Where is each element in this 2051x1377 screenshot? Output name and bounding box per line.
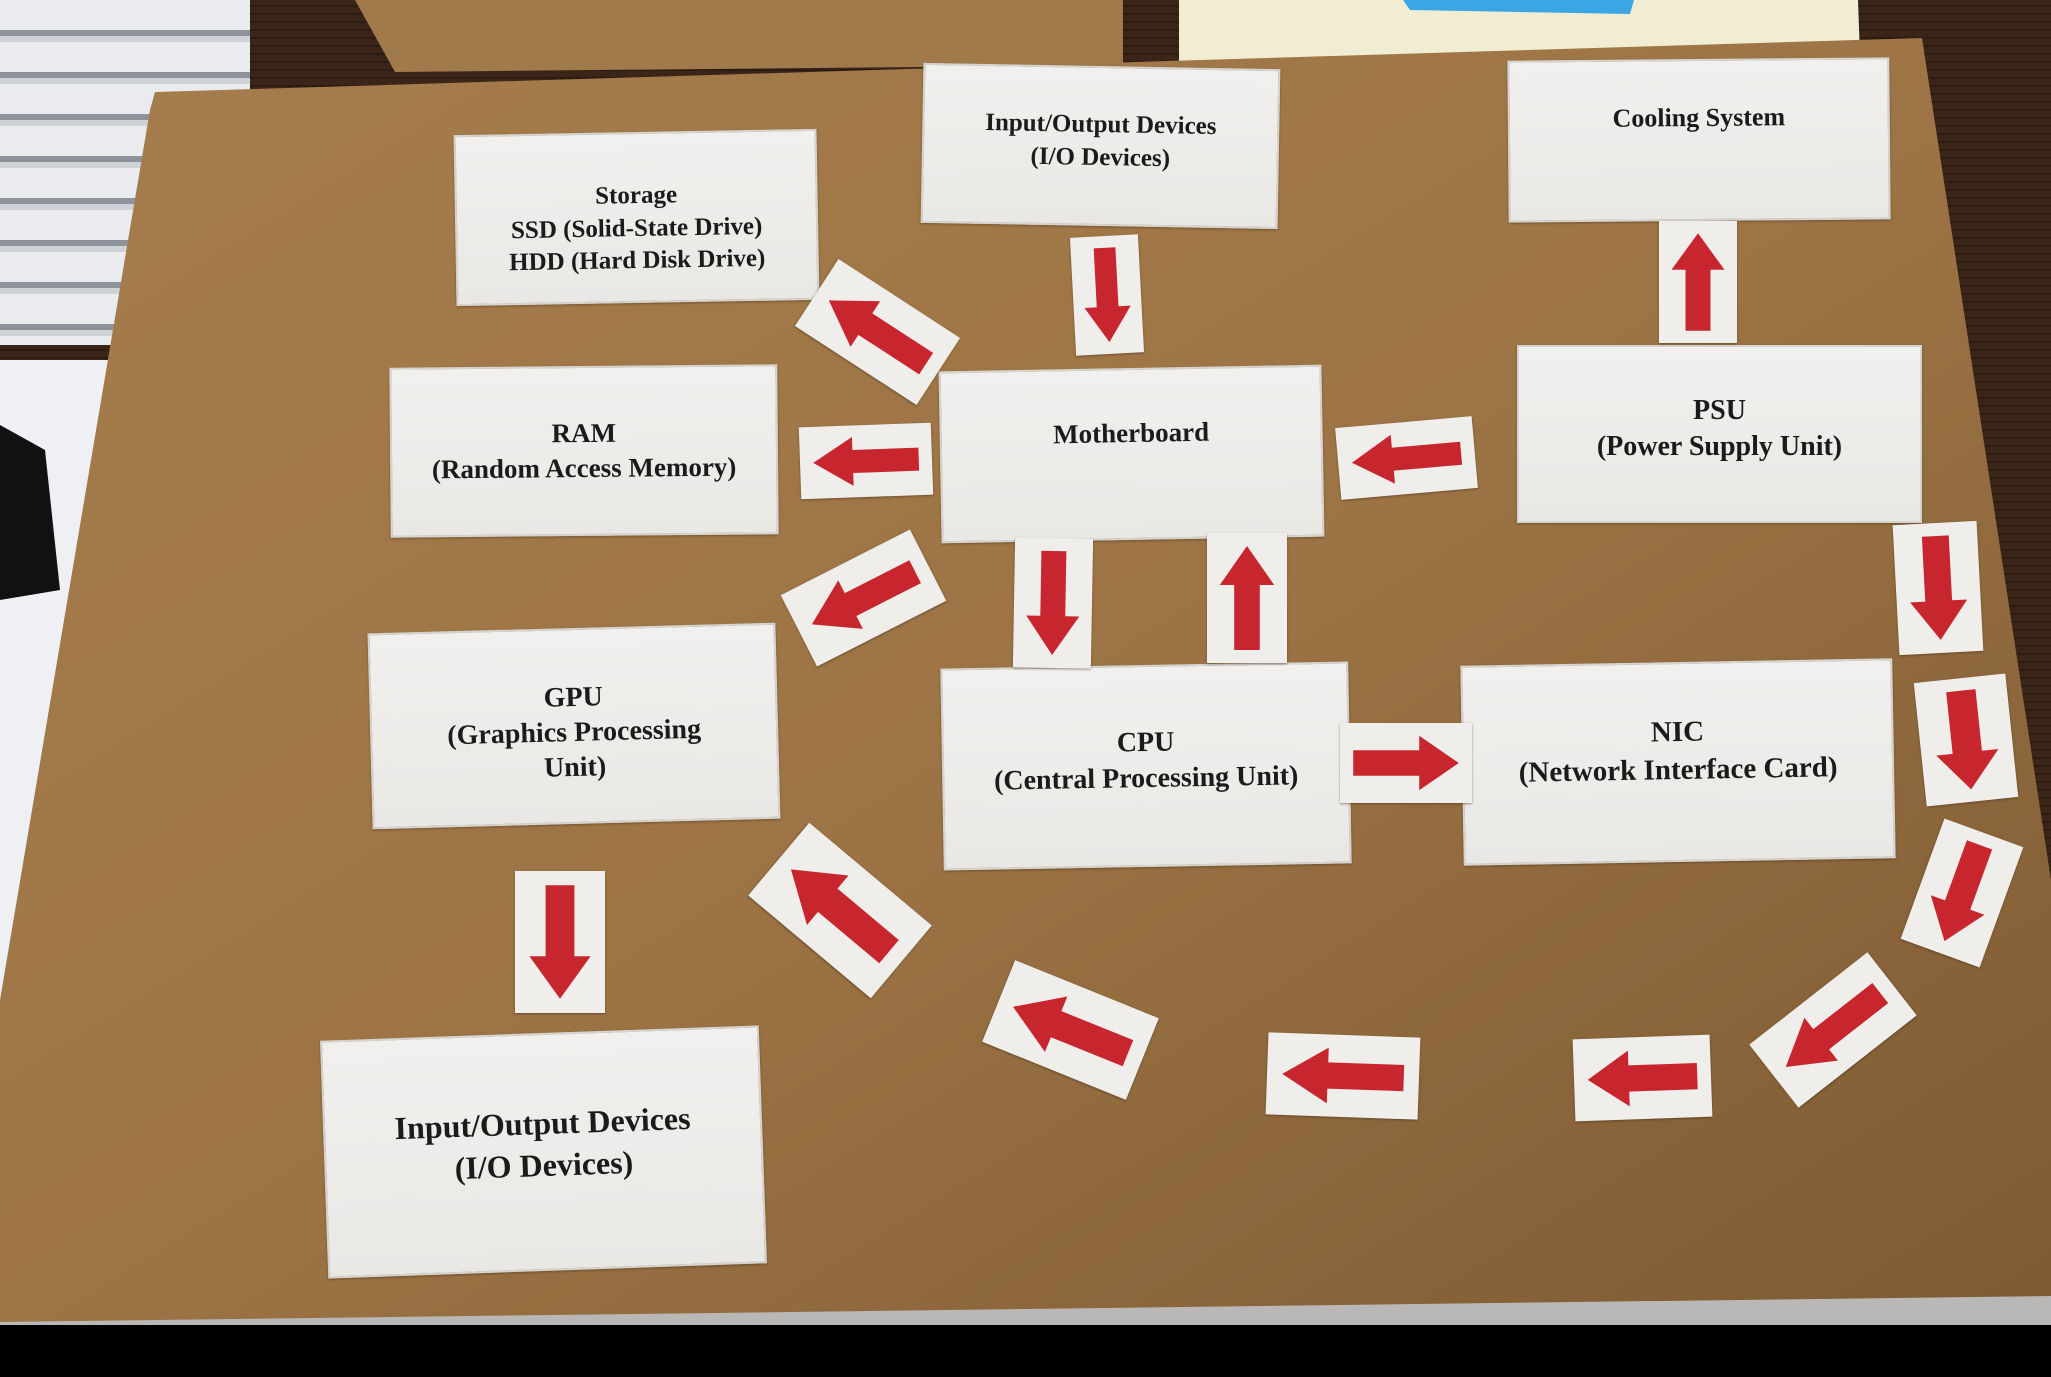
nic-title: NIC: [1650, 715, 1705, 749]
cooling-system-card: Cooling System: [1507, 57, 1891, 223]
arrow-down-icon: [1026, 550, 1080, 655]
arrow-sticker-left: [798, 422, 934, 500]
arrow-left-icon: [790, 868, 899, 963]
io-devices-top-card: Input/Output Devices (I/O Devices): [920, 62, 1281, 230]
arrow-sticker-up: [1659, 221, 1737, 343]
arrow-sticker-down-left: [780, 529, 946, 667]
arrow-sticker-down-left: [1749, 952, 1917, 1108]
gpu-title: GPU: [543, 681, 604, 714]
arrow-left-icon: [1587, 1050, 1698, 1107]
io-top-subtitle: (I/O Devices): [1030, 142, 1171, 172]
chair: [0, 425, 60, 600]
io-bottom-title: Input/Output Devices: [393, 1099, 692, 1147]
motherboard-card: Motherboard: [938, 364, 1325, 544]
arrow-left-icon: [813, 436, 920, 486]
arrow-sticker-down: [515, 871, 605, 1013]
motherboard-title: Motherboard: [1052, 416, 1210, 450]
cpu-card: CPU (Central Processing Unit): [940, 661, 1352, 871]
ram-subtitle: (Random Access Memory): [431, 451, 737, 485]
ram-title: RAM: [551, 417, 617, 449]
arrow-sticker-left: [1334, 416, 1478, 500]
cpu-subtitle: (Central Processing Unit): [993, 760, 1299, 798]
upper-box: [355, 0, 1123, 72]
arrow-left-icon: [828, 300, 933, 375]
nic-subtitle: (Network Interface Card): [1518, 750, 1838, 789]
arrow-down-icon: [1936, 689, 1999, 790]
arrow-sticker-down: [1069, 234, 1145, 356]
ram-card: RAM (Random Access Memory): [389, 364, 779, 538]
gpu-subtitle-2: Unit): [543, 751, 607, 784]
arrow-sticker-up-left: [981, 960, 1159, 1100]
storage-hdd: HDD (Hard Disk Drive): [508, 244, 766, 277]
storage-card: Storage SSD (Solid-State Drive) HDD (Har…: [453, 128, 820, 307]
arrow-left-icon: [1282, 1047, 1405, 1104]
arrow-sticker-down: [1900, 818, 2024, 968]
psu-title: PSU: [1693, 395, 1746, 426]
io-devices-bottom-card: Input/Output Devices (I/O Devices): [319, 1025, 768, 1279]
arrow-sticker-left: [1265, 1032, 1421, 1120]
arrow-down-icon: [1910, 535, 1968, 640]
arrow-down-icon: [529, 885, 591, 999]
arrow-sticker-left: [1572, 1034, 1712, 1122]
arrow-up-icon: [1671, 233, 1725, 331]
arrow-sticker-right: [1340, 723, 1472, 803]
arrow-sticker-up-left: [794, 258, 960, 406]
cooling-title: Cooling System: [1612, 102, 1786, 133]
gpu-subtitle-1: (Graphics Processing: [446, 713, 702, 752]
arrow-sticker-down: [1913, 673, 2019, 807]
arrow-right-icon: [1353, 735, 1459, 791]
arrow-sticker-down: [1012, 537, 1094, 669]
arrow-up-icon: [1219, 546, 1275, 650]
nic-card: NIC (Network Interface Card): [1460, 658, 1896, 866]
psu-card: PSU (Power Supply Unit): [1517, 345, 1922, 523]
arrow-sticker-up: [1207, 533, 1287, 663]
arrow-left-icon: [811, 560, 921, 629]
arrow-sticker-up-left: [748, 822, 932, 998]
blue-sticky-note: [1403, 0, 1634, 14]
arrow-left-icon: [1351, 434, 1462, 484]
storage-title: Storage: [594, 181, 678, 210]
io-top-title: Input/Output Devices: [985, 108, 1217, 141]
gpu-card: GPU (Graphics Processing Unit): [367, 622, 781, 830]
arrow-left-icon: [1785, 982, 1889, 1067]
psu-subtitle: (Power Supply Unit): [1596, 431, 1843, 463]
arrow-down-icon: [1084, 247, 1131, 343]
cpu-title: CPU: [1116, 726, 1175, 759]
io-bottom-subtitle: (I/O Devices): [454, 1143, 634, 1186]
arrow-down-icon: [1930, 840, 1993, 942]
arrow-sticker-down: [1892, 520, 1984, 656]
bottom-black-bar: [0, 1325, 2051, 1377]
storage-ssd: SSD (Solid-State Drive): [510, 212, 763, 244]
